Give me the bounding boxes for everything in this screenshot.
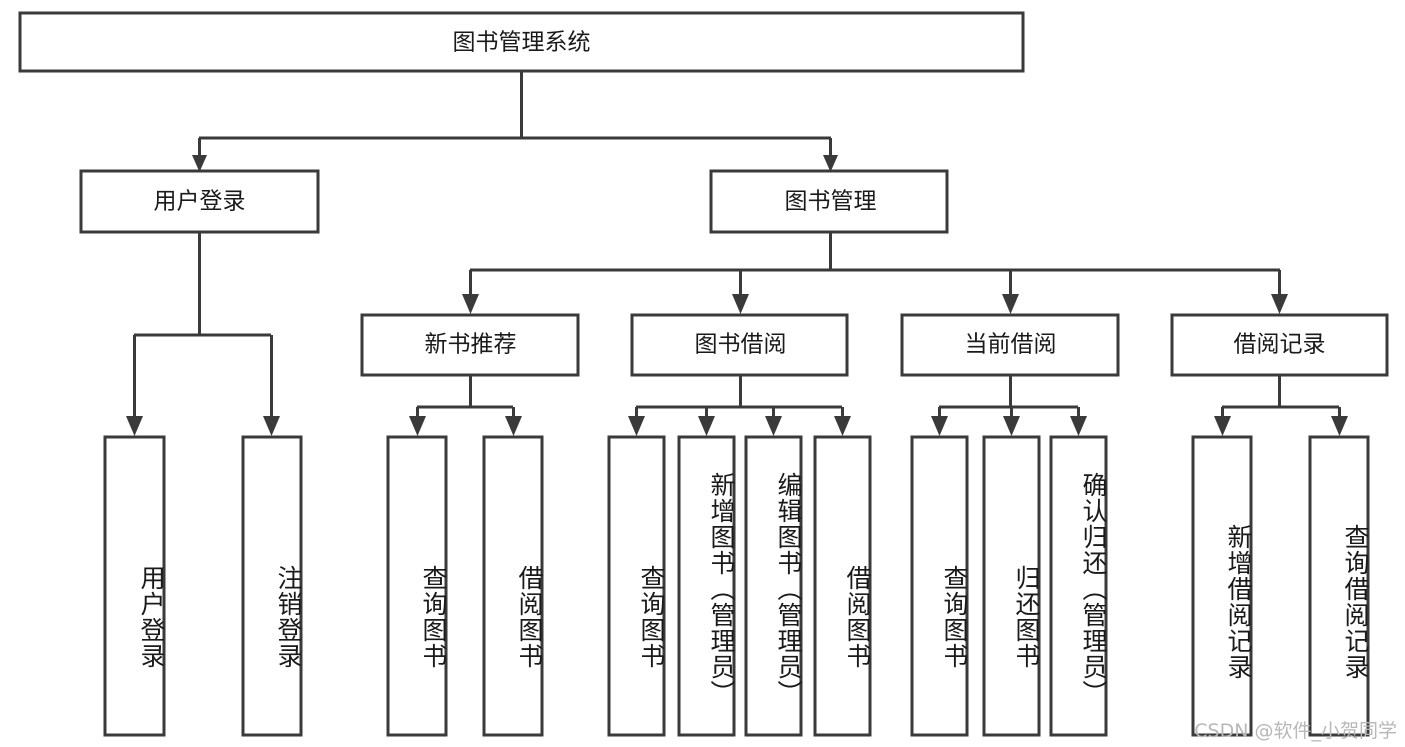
leaf-box-query-borrow-record[interactable]: [1308, 435, 1370, 737]
node-current-borrow-label: 当前借阅: [965, 332, 1057, 358]
node-book-management[interactable]: 图书管理: [709, 169, 949, 234]
arrow-to-current-borrow: [1002, 294, 1019, 314]
arrow-user-login-l1: [126, 416, 143, 436]
arrow-newbook-l2: [505, 416, 522, 436]
node-book-management-box[interactable]: [709, 169, 949, 234]
node-borrow-record[interactable]: 借阅记录: [1170, 313, 1389, 377]
arrow-to-book-borrow: [732, 294, 749, 314]
connector-group: [126, 71, 1348, 436]
arrow-borrow-l3: [765, 416, 782, 436]
leaf-box-logout[interactable]: [241, 435, 303, 737]
arrow-borrow-l1: [628, 416, 645, 436]
node-current-borrow[interactable]: 当前借阅: [900, 313, 1120, 377]
node-user-login[interactable]: 用户登录: [79, 169, 320, 234]
node-root[interactable]: 图书管理系统: [18, 11, 1025, 73]
leaf-box-add-borrow-record[interactable]: [1191, 435, 1253, 737]
node-book-borrow-box[interactable]: [630, 313, 849, 377]
node-current-borrow-box[interactable]: [900, 313, 1120, 377]
leaf-box-query-book-current[interactable]: [910, 435, 969, 737]
arrow-to-borrow-record: [1271, 294, 1288, 314]
arrow-user-login-l2: [263, 416, 280, 436]
arrow-record-l1: [1214, 416, 1231, 436]
node-user-login-box[interactable]: [79, 169, 320, 234]
node-borrow-record-label: 借阅记录: [1234, 332, 1326, 358]
arrow-record-l2: [1331, 416, 1348, 436]
arrow-current-l3: [1070, 416, 1087, 436]
arrow-current-l1: [931, 416, 948, 436]
arrow-to-book-mgmt: [823, 155, 838, 172]
arrow-newbook-l1: [409, 416, 426, 436]
leaf-box-borrow-book[interactable]: [813, 435, 872, 737]
leaf-box-query-book-borrow[interactable]: [607, 435, 666, 737]
leaf-box-edit-book-admin[interactable]: [744, 435, 803, 737]
arrow-to-user-login: [192, 155, 207, 172]
node-root-box[interactable]: [18, 11, 1025, 73]
node-user-login-label: 用户登录: [154, 189, 246, 215]
arrow-borrow-l4: [834, 416, 851, 436]
node-borrow-record-box[interactable]: [1170, 313, 1389, 377]
node-new-book-recommend-label: 新书推荐: [425, 332, 517, 358]
leaf-box-borrow-book-rec[interactable]: [482, 435, 544, 737]
leaf-box-confirm-return-admin[interactable]: [1049, 435, 1108, 737]
arrow-current-l2: [1003, 416, 1020, 436]
node-book-borrow-label: 图书借阅: [695, 332, 787, 358]
node-new-book-recommend[interactable]: 新书推荐: [360, 313, 580, 377]
arrow-borrow-l2: [698, 416, 715, 436]
leaf-box-user-login[interactable]: [103, 435, 166, 737]
leaf-box-group: [103, 435, 1370, 737]
arrow-to-new-book-rec: [462, 294, 479, 314]
leaf-box-add-book-admin[interactable]: [677, 435, 736, 737]
leaf-box-return-book[interactable]: [982, 435, 1041, 737]
node-book-management-label: 图书管理: [785, 189, 877, 215]
node-new-book-recommend-box[interactable]: [360, 313, 580, 377]
leaf-box-query-book-rec[interactable]: [386, 435, 448, 737]
node-root-label: 图书管理系统: [453, 30, 591, 56]
csdn-watermark: CSDN @软件_小贺同学: [1194, 720, 1397, 742]
node-book-borrow[interactable]: 图书借阅: [630, 313, 849, 377]
